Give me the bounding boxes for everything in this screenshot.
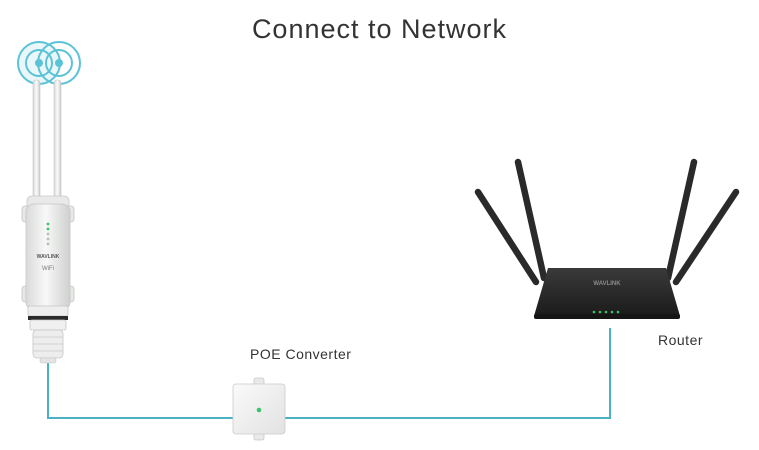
status-led-icon: [592, 310, 620, 314]
ethernet-cable: [47, 328, 611, 419]
outdoor-access-point: WAVLINK WiFi: [21, 79, 75, 364]
poe-converter-label: POE Converter: [250, 346, 352, 362]
ap-brand-text: WAVLINK: [37, 254, 60, 260]
router-label: Router: [658, 332, 704, 348]
status-led-icon: [46, 222, 50, 246]
poe-converter-device: [232, 377, 286, 441]
wifi-signal-icon: [17, 41, 81, 85]
page-title: Connect to Network: [251, 14, 508, 44]
status-led-icon: [256, 407, 262, 413]
router-brand-text: WAVLINK: [593, 281, 621, 287]
router-device: WAVLINK: [474, 158, 740, 319]
ap-badge-text: WiFi: [42, 266, 54, 272]
